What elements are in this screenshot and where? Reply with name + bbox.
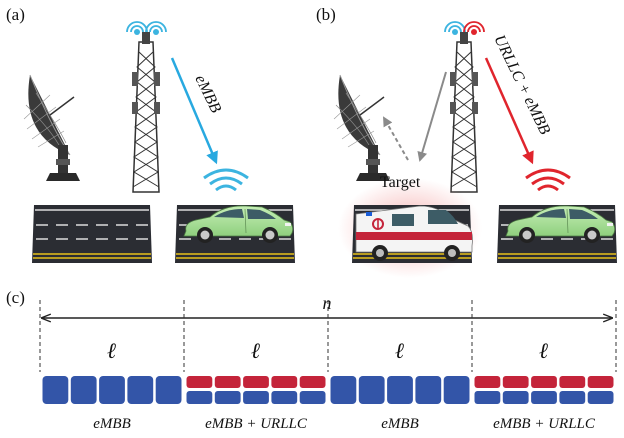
segment-caption: eMBB + URLLC xyxy=(493,416,596,432)
embb-block xyxy=(559,391,586,404)
sensing-echo-arrow xyxy=(383,116,409,161)
embb-downlink-arrow xyxy=(170,57,218,165)
embb-block xyxy=(443,376,470,404)
urllc-block xyxy=(186,376,213,388)
urllc-block xyxy=(531,376,557,388)
car-signal-icon xyxy=(525,168,571,192)
embb-block xyxy=(99,376,125,404)
segment-caption: eMBB xyxy=(93,416,130,432)
segment-length-label: ℓ xyxy=(251,338,260,363)
embb-block xyxy=(299,391,326,404)
urllc-block xyxy=(559,376,586,388)
embb-block xyxy=(502,391,529,404)
urllc-block xyxy=(502,376,529,388)
base-station-tower-icon xyxy=(449,31,479,193)
panel-a-label: (a) xyxy=(6,5,25,24)
urllc-embb-link-label: URLLC + eMBB xyxy=(490,32,553,137)
urllc-block xyxy=(214,376,241,388)
urllc-block xyxy=(271,376,298,388)
segment-length-label: ℓ xyxy=(107,338,116,363)
sensing-arrow-to-target xyxy=(417,71,447,162)
base-station-tower-icon xyxy=(131,31,161,193)
urllc-block xyxy=(587,376,614,388)
frame-length-label: n xyxy=(323,293,332,313)
panel-b-label: (b) xyxy=(316,5,336,24)
segment-length-label: ℓ xyxy=(395,338,404,363)
urllc-embb-downlink-arrow xyxy=(484,57,534,165)
embb-block xyxy=(70,376,97,404)
embb-block xyxy=(42,376,69,404)
embb-block xyxy=(127,376,154,404)
segment-captions: eMBB eMBB + URLLC eMBB eMBB + URLLC xyxy=(93,416,596,432)
embb-block xyxy=(415,376,442,404)
antenna-signal-icon xyxy=(126,21,167,35)
ambulance-icon xyxy=(355,205,473,261)
road-empty xyxy=(31,204,153,264)
urllc-block xyxy=(243,376,269,388)
satellite-dish-icon xyxy=(333,74,391,182)
embb-block xyxy=(358,376,385,404)
embb-block xyxy=(387,376,413,404)
car-signal-icon xyxy=(203,168,249,192)
panel-c-label: (c) xyxy=(6,288,25,307)
segment-length-label: ℓ xyxy=(539,338,548,363)
embb-block xyxy=(214,391,241,404)
urllc-block xyxy=(299,376,326,388)
embb-block xyxy=(587,391,614,404)
embb-block xyxy=(330,376,357,404)
embb-block xyxy=(271,391,298,404)
antenna-signal-icon xyxy=(444,21,485,35)
urllc-block xyxy=(474,376,501,388)
embb-block xyxy=(155,376,182,404)
embb-block xyxy=(474,391,501,404)
satellite-dish-icon xyxy=(23,74,81,182)
embb-block xyxy=(531,391,557,404)
embb-block xyxy=(243,391,269,404)
embb-block xyxy=(186,391,213,404)
segment-caption: eMBB xyxy=(381,416,418,432)
resource-blocks xyxy=(42,376,614,404)
target-label: Target xyxy=(380,174,421,191)
segment-boundaries xyxy=(39,300,617,372)
segment-caption: eMBB + URLLC xyxy=(205,416,308,432)
embb-link-label: eMBB xyxy=(191,72,224,116)
